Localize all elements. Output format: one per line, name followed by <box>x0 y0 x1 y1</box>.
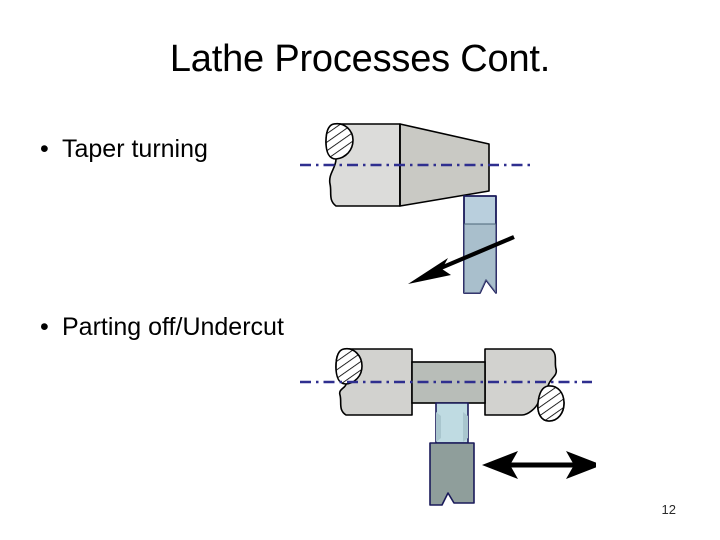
feed-arrow-head-left <box>482 451 518 479</box>
break-outline-right <box>537 385 565 422</box>
feed-arrow-head-right <box>566 451 596 479</box>
bullet-label: Parting off/Undercut <box>62 313 284 341</box>
page-number: 12 <box>661 502 676 517</box>
parting-tool-blade-shadow-left <box>436 412 441 442</box>
feed-arrow <box>408 235 515 284</box>
bullet-item-parting-off-undercut: • Parting off/Undercut <box>40 312 284 342</box>
figure-parting-off-undercut <box>296 338 596 518</box>
bullet-item-taper-turning: • Taper turning <box>40 134 208 164</box>
parting-tool-blade-shadow-right <box>463 412 468 442</box>
figure-taper-turning <box>296 112 536 307</box>
feed-arrow <box>482 451 596 479</box>
bullet-label: Taper turning <box>62 135 208 163</box>
break-outline-left <box>335 347 363 385</box>
bullet-marker-icon: • <box>40 313 49 341</box>
cutting-tool-shading <box>464 224 496 293</box>
bullet-marker-icon: • <box>40 135 49 163</box>
page-title: Lathe Processes Cont. <box>169 38 551 80</box>
parting-tool-shank <box>429 442 475 506</box>
break-outline-left <box>325 122 354 160</box>
